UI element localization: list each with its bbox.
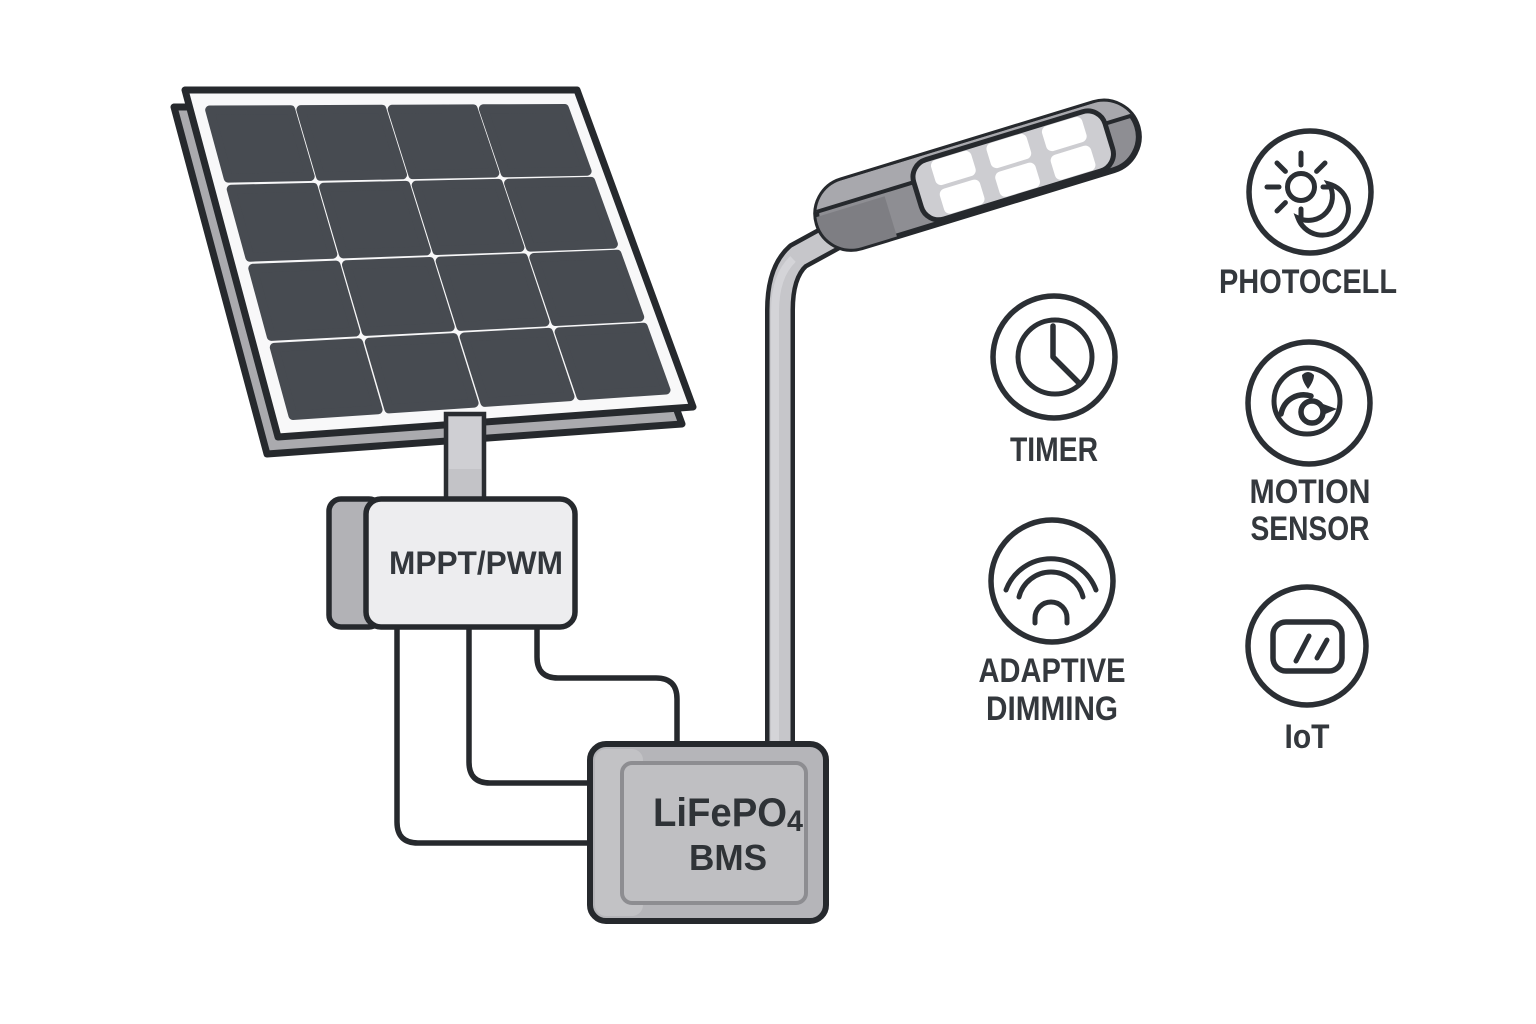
wiring [394, 625, 680, 846]
motion-eye-icon [1245, 339, 1373, 467]
charge-controller-label: MPPT/PWM [389, 545, 563, 581]
solar-cell [411, 178, 525, 255]
solar-cell-grid [205, 104, 671, 420]
light-head [807, 92, 1142, 258]
solar-cell [554, 322, 671, 401]
solar-panel [170, 86, 697, 458]
solar-cell [504, 176, 618, 252]
solar-cell [269, 338, 383, 420]
panel-mount-highlight [449, 417, 481, 469]
photocell-label: PHOTOCELL [1219, 263, 1397, 301]
sun-moon-icon [1246, 128, 1374, 256]
iot-label: IoT [1285, 718, 1330, 756]
sensor-dot [1302, 372, 1314, 389]
timer-label: TIMER [1010, 431, 1098, 469]
solar-cell [226, 182, 338, 262]
battery-inner-panel [620, 761, 808, 905]
light-pole-highlight [771, 256, 796, 746]
led-chip [939, 179, 985, 214]
solar-cell [529, 249, 645, 326]
solar-cell [364, 333, 479, 414]
panel-mount [443, 411, 487, 511]
feature-iot [1245, 584, 1369, 708]
sun-ray [1274, 160, 1288, 174]
adaptive-dimming-label-line2: DIMMING [986, 690, 1118, 728]
signal-arcs-icon [988, 517, 1116, 645]
led-chip [1041, 116, 1087, 152]
solar-cell [205, 105, 315, 183]
solar-cell [387, 104, 500, 180]
sun-ray [1274, 200, 1288, 214]
sun-ray [1314, 160, 1328, 174]
battery-label-line2: BMS [689, 837, 767, 878]
battery-label-main: LiFePO4 [653, 791, 803, 838]
feature-timer [990, 293, 1118, 421]
solar-cell [342, 257, 455, 336]
led-chip [995, 162, 1040, 197]
led-chip [1050, 145, 1096, 180]
adaptive-dimming-label-line1: ADAPTIVE [979, 652, 1126, 690]
wire-controller-to-battery-3 [534, 625, 680, 748]
solar-cell [478, 104, 592, 178]
feature-motion-sensor [1245, 339, 1373, 467]
feature-adaptive-dimming [988, 517, 1116, 645]
display-icon [1245, 584, 1369, 708]
solar-cell [435, 253, 550, 331]
charge-controller-box: MPPT/PWM [326, 496, 578, 630]
solar-cell [296, 104, 407, 181]
solar-cell [248, 260, 360, 341]
feature-photocell [1246, 128, 1374, 256]
solar-cell [459, 327, 575, 407]
moon-crescent [1293, 180, 1351, 238]
light-pole [765, 218, 855, 763]
wire-controller-to-battery-2 [466, 625, 594, 786]
led-array [930, 116, 1096, 214]
wire-controller-to-battery-1 [394, 625, 594, 846]
solar-cell [319, 180, 431, 259]
led-chip [986, 133, 1032, 169]
clock-icon [990, 293, 1118, 421]
led-chip [930, 150, 976, 186]
motion-sensor-label-line1: MOTION [1250, 473, 1371, 511]
motion-sensor-label-line2: SENSOR [1251, 510, 1370, 548]
battery-box: LiFePO4 BMS [587, 741, 829, 924]
